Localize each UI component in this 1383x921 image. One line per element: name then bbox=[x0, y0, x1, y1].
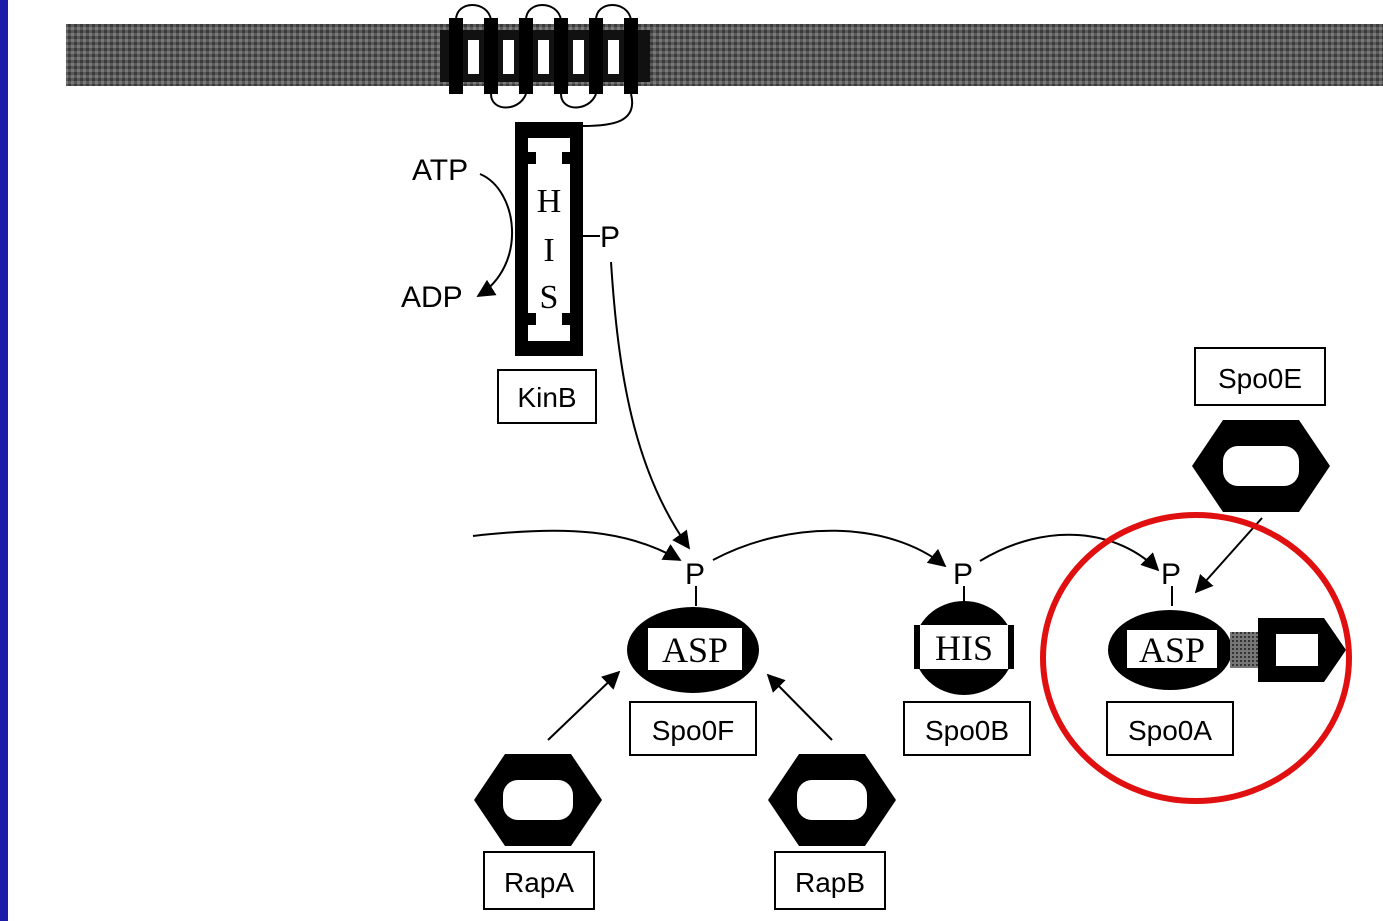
spo0f-to-spo0b-arrow bbox=[712, 529, 947, 568]
spo0b-phosphate: P bbox=[953, 558, 973, 591]
kinb-domain-letter-h: H bbox=[537, 183, 562, 220]
kinb-his-domain bbox=[515, 122, 583, 356]
rapa-phosphatase-icon bbox=[474, 754, 602, 846]
rapb-phosphatase-icon bbox=[768, 754, 896, 846]
kinb-domain-letter-s: S bbox=[540, 279, 559, 316]
kinb-domain-letter-i: I bbox=[543, 232, 554, 269]
rapa-label-box bbox=[483, 851, 595, 910]
spo0a-label-box bbox=[1106, 701, 1234, 756]
rapa-to-spo0f-arrow bbox=[547, 670, 621, 741]
cell-membrane bbox=[66, 24, 1383, 86]
spo0e-phosphatase-icon bbox=[1192, 420, 1330, 512]
spo0a-highlight-circle bbox=[1040, 512, 1352, 804]
kinb-transmembrane-domain bbox=[440, 4, 650, 127]
spo0a-domain-text: ASP bbox=[1139, 630, 1205, 670]
spo0b-label: Spo0B bbox=[925, 715, 1009, 746]
kinb-phosphate: P bbox=[600, 221, 620, 254]
kinb-label: KinB bbox=[517, 382, 576, 413]
spo0b-label-box bbox=[903, 701, 1031, 756]
rapb-label-box bbox=[774, 851, 886, 910]
spo0f-phosphate: P bbox=[685, 558, 705, 591]
kinb-to-spo0f-arrow bbox=[610, 261, 691, 550]
spo0e-to-spo0a-arrow bbox=[1194, 517, 1263, 594]
spo0b-to-spo0a-arrow bbox=[979, 533, 1160, 572]
spo0b-domain-text: HIS bbox=[935, 628, 993, 668]
adp-label: ADP bbox=[401, 281, 463, 314]
atp-adp-arrow bbox=[476, 173, 513, 297]
slide-canvas: H I S P ATP ADP KinB P ASP Spo0F P HIS S… bbox=[8, 0, 1383, 921]
spo0a-phosphate: P bbox=[1161, 558, 1181, 591]
spo0f-domain-text: ASP bbox=[662, 630, 728, 670]
phosphorelay-diagram: H I S P ATP ADP KinB P ASP Spo0F P HIS S… bbox=[66, 4, 1383, 910]
spo0f-label: Spo0F bbox=[652, 715, 735, 746]
kinb-label-box bbox=[497, 369, 597, 424]
atp-label: ATP bbox=[412, 154, 468, 187]
spo0f-label-box bbox=[629, 701, 757, 756]
spo0e-label-box bbox=[1194, 347, 1326, 406]
spo0a-linker bbox=[1230, 632, 1258, 668]
spo0e-label: Spo0E bbox=[1218, 363, 1302, 394]
rapa-label: RapA bbox=[504, 867, 574, 898]
external-input-arrow bbox=[472, 529, 682, 561]
rapb-to-spo0f-arrow bbox=[766, 673, 833, 741]
rapb-label: RapB bbox=[795, 867, 865, 898]
spo0a-label: Spo0A bbox=[1128, 715, 1212, 746]
